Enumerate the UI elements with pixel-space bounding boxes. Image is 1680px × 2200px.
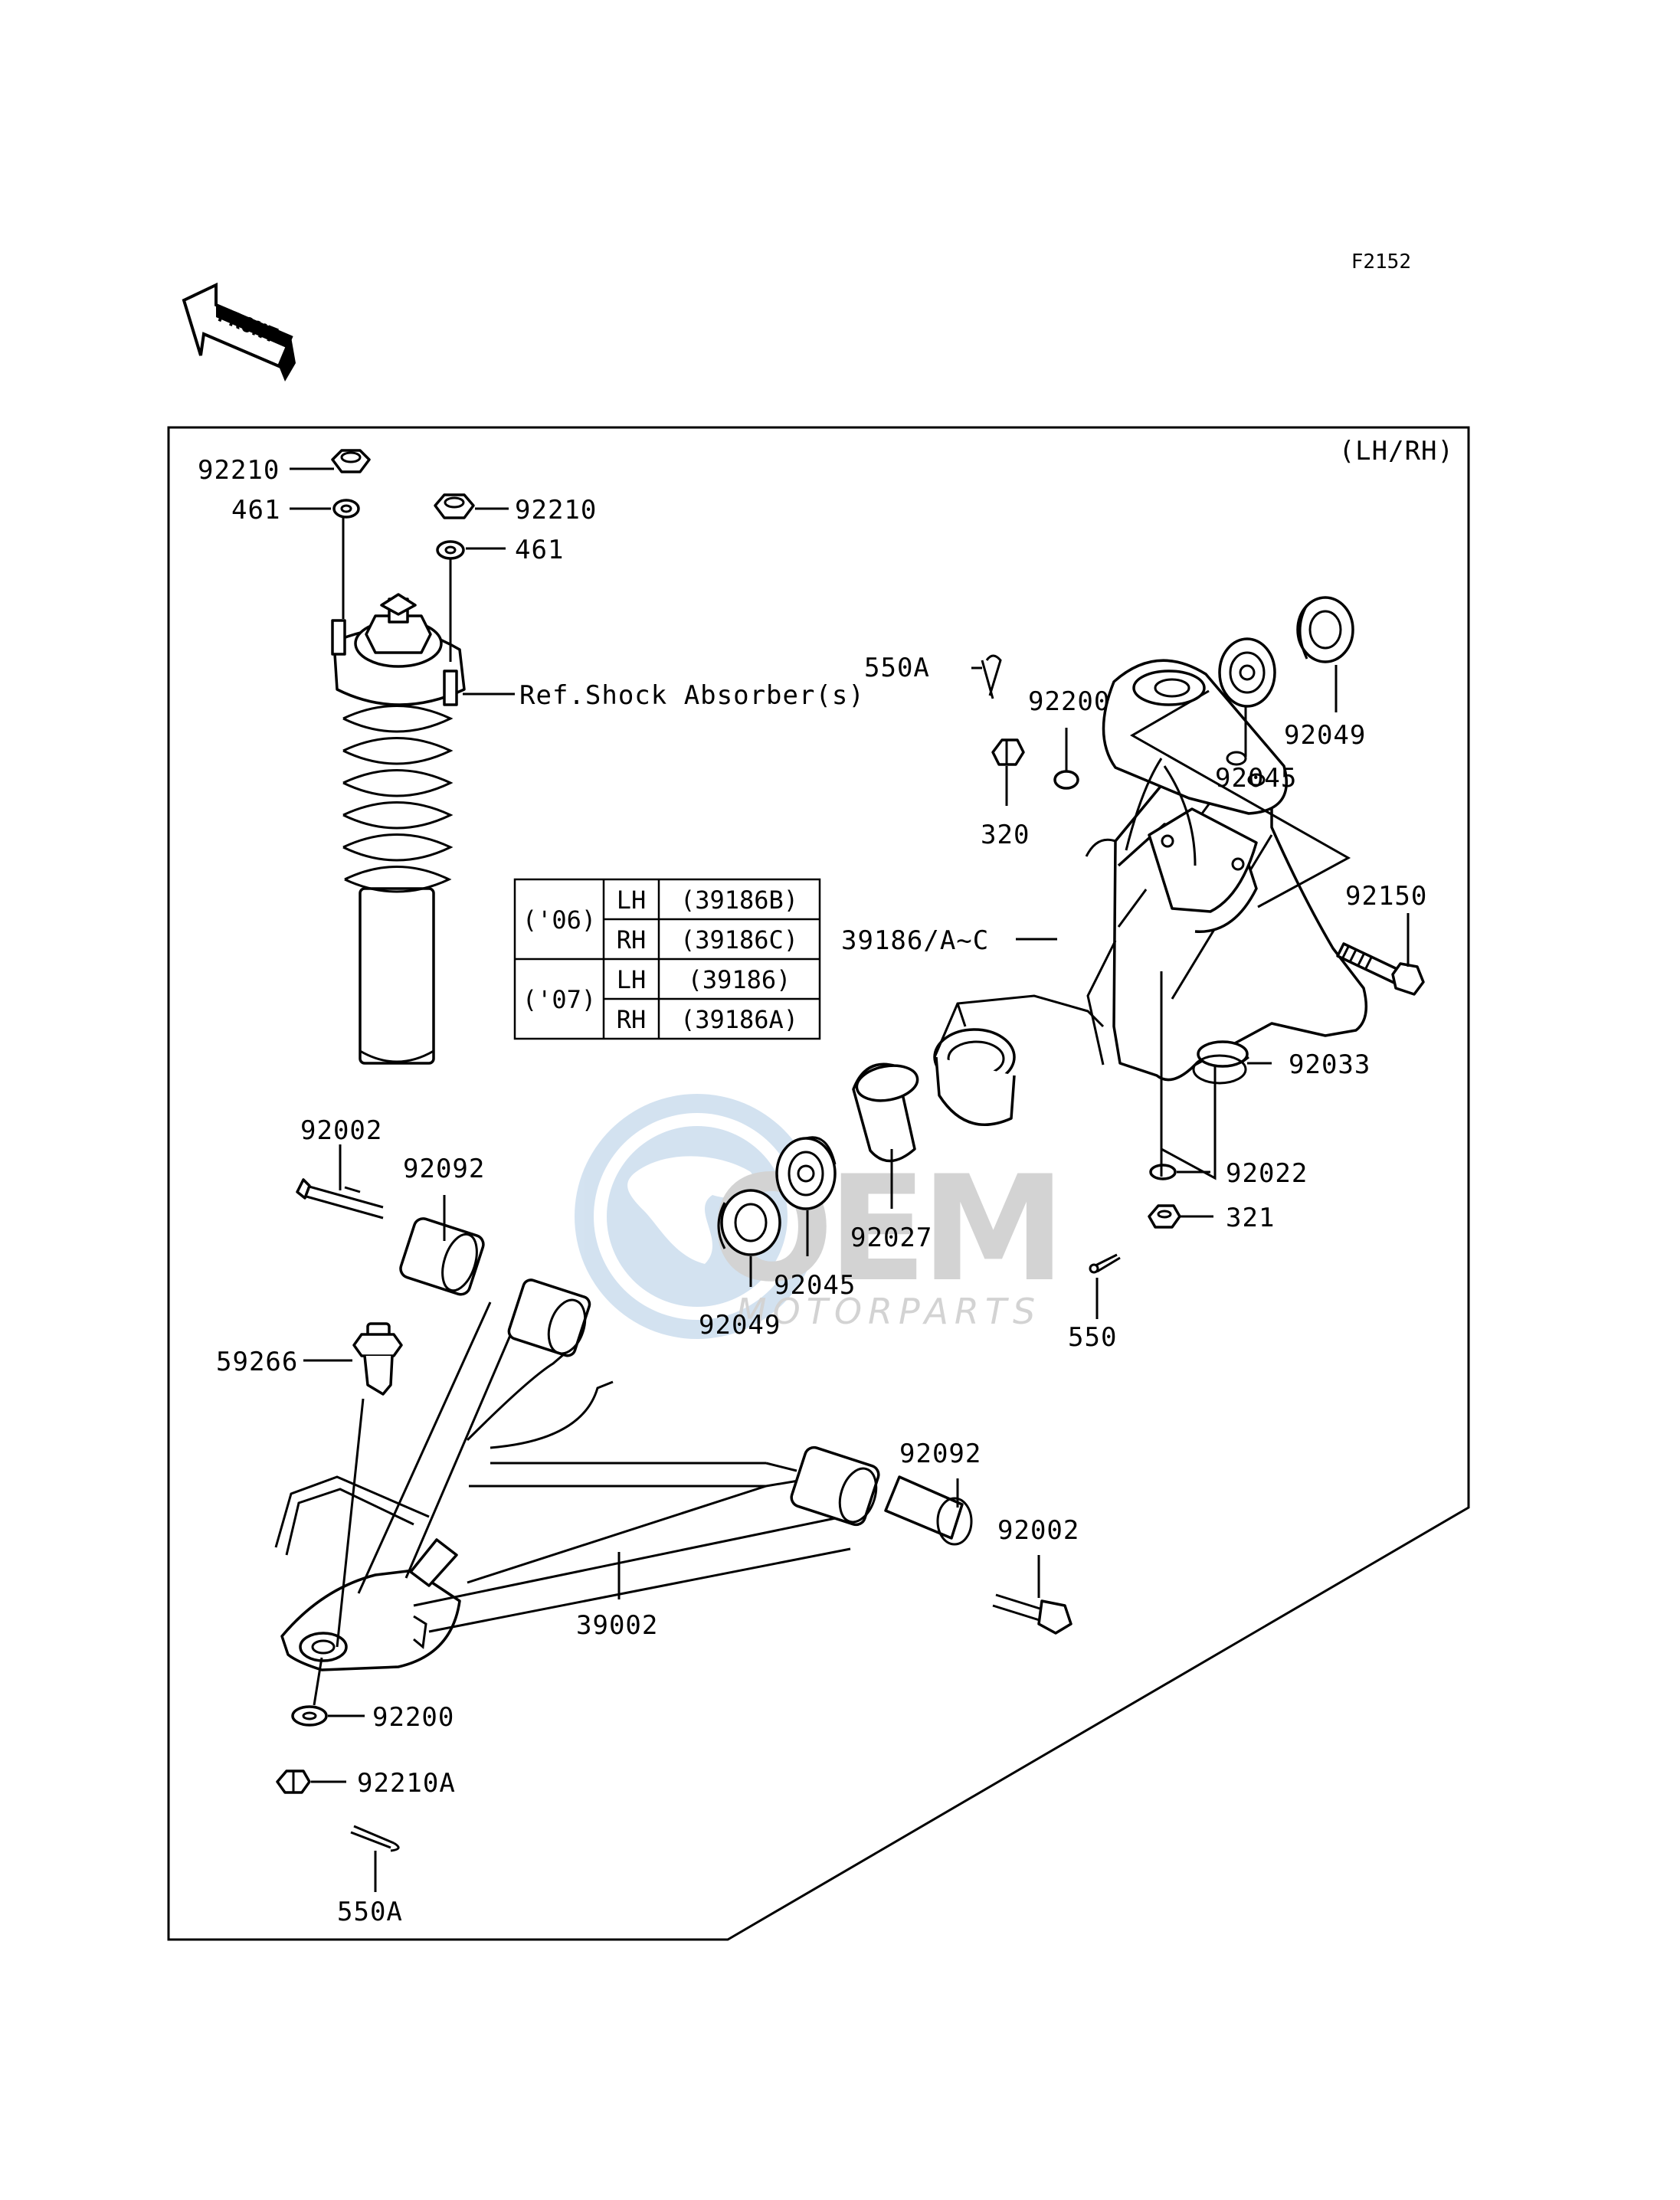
callout-550a-bottom: 550A [337,1897,403,1927]
table-side-3: LH [617,965,647,994]
callout-39002: 39002 [576,1610,658,1641]
callout-92092-right: 92092 [899,1439,981,1469]
table-side-4: RH [617,1005,647,1034]
circlip-92033-icon [1192,1054,1249,1085]
watermark-globe-icon [575,1094,820,1339]
callout-92210-right: 92210 [515,495,597,525]
oil-seal-92027-icon [852,1062,919,1163]
watermark: OEM MOTORPARTS [575,1094,1066,1339]
table-part-1: (39186B) [680,886,798,915]
a-arm [274,1178,1073,1671]
callout-92049-bottom: 92049 [699,1310,781,1341]
nut-320-icon [991,738,1025,766]
callout-ref-shock-absorber: Ref.Shock Absorber(s) [519,680,865,711]
bearing-92049-bottom-icon [717,1189,781,1256]
leader-lines [290,467,1410,1892]
front-arrow-icon: FRONT [182,282,296,381]
washer-461-left-icon [332,499,360,519]
callout-550a-top: 550A [864,653,930,683]
callout-92200-bottom: 92200 [372,1702,454,1733]
table-side-2: RH [617,925,647,954]
cotter-pin-550-icon [1089,1253,1121,1274]
washer-92200-top-icon [1053,770,1079,790]
table-year-07: ('07) [522,985,596,1014]
callout-92210-left: 92210 [198,455,280,486]
callout-92045-top: 92045 [1215,763,1297,794]
callout-461-left: 461 [231,495,280,525]
steering-knuckle [933,659,1368,1126]
callout-92027: 92027 [850,1223,932,1253]
callout-92049-top: 92049 [1284,720,1366,751]
washer-461-right-icon [436,540,465,560]
nut-321-icon [1148,1204,1181,1229]
callout-92033: 92033 [1289,1049,1371,1080]
watermark-sub: MOTORPARTS [736,1291,1041,1332]
nut-92210-right-icon [434,493,475,519]
bearing-92049-top-icon [1296,596,1354,663]
callout-92200-top: 92200 [1028,686,1110,717]
callout-461-right: 461 [515,535,564,565]
nut-92210a-icon [276,1769,311,1794]
bearing-92045-top-icon [1218,637,1276,708]
callout-59266: 59266 [216,1347,298,1377]
callout-92210a: 92210A [357,1768,456,1799]
side-note: (LH/RH) [1339,436,1454,467]
callout-92045-bottom: 92045 [774,1270,856,1301]
callout-39186: 39186/A~C [841,925,989,956]
bolt-92150-icon [1336,942,1425,996]
callout-92002-left: 92002 [300,1115,382,1146]
figure-code: F2152 [1351,250,1411,273]
ball-joint-59266-icon [352,1322,403,1396]
cotter-pin-550a-bottom-icon [350,1825,400,1852]
table-side-1: LH [617,886,647,915]
callout-92150: 92150 [1345,881,1427,912]
callout-320: 320 [981,820,1030,850]
callout-92002-right: 92002 [997,1515,1079,1546]
callout-321: 321 [1226,1203,1275,1233]
callout-92092-left: 92092 [403,1154,485,1184]
table-part-2: (39186C) [680,925,798,954]
callout-92022: 92022 [1226,1158,1308,1189]
table-part-3: (39186) [688,965,791,994]
cotter-pin-550a-top-icon [981,654,1002,699]
callout-550: 550 [1068,1322,1117,1353]
diagram-frame [167,426,1470,1941]
table-year-06: ('06) [522,905,596,935]
bearing-92045-bottom-icon [775,1136,837,1210]
callout-labels: 92210 461 92210 461 Ref.Shock Absorber(s… [198,455,1427,1927]
table-part-4: (39186A) [680,1005,798,1034]
nut-92210-left-icon [331,449,371,473]
variant-table: ('06) ('07) LH RH LH RH (39186B) (39186C… [513,878,821,1040]
shock-absorber [331,593,466,1065]
washer-92022-icon [1149,1164,1177,1180]
washer-92200-bottom-icon [291,1705,328,1727]
